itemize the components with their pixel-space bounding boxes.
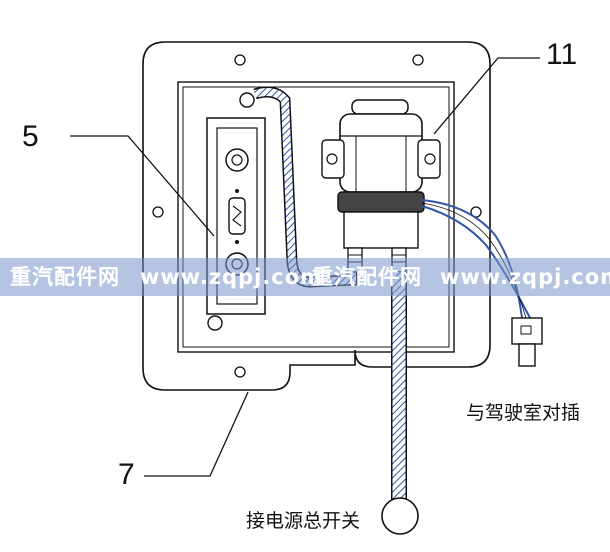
mounting-plate-outline [142, 41, 491, 391]
relay-bracket-right [417, 139, 441, 179]
relay-terminal-block [343, 211, 419, 249]
label-part-5: 5 [22, 120, 39, 153]
watermark-text: www.zqpj.com [440, 265, 610, 289]
relay-bracket-left [321, 139, 345, 179]
cable-clamp-top [239, 92, 255, 108]
fuse-terminal-top-bolt [231, 154, 243, 166]
label-cab-plug: 与驾驶室对插 [466, 402, 581, 424]
relay-base [337, 191, 425, 213]
mount-hole [234, 366, 246, 378]
cab-plug-connector [511, 317, 543, 345]
label-master-switch: 接电源总开关 [246, 510, 361, 532]
watermark-text: 重汽配件网 [10, 265, 120, 289]
leader-line-7 [144, 391, 249, 477]
cable-fuse-to-relay [253, 86, 358, 288]
leader-line-11 [433, 57, 540, 135]
mount-hole [152, 206, 164, 218]
fuse-terminal-top [225, 148, 249, 172]
label-part-7: 7 [118, 458, 135, 491]
watermark-text: 重汽配件网 [312, 265, 422, 289]
fuse-dot [235, 189, 239, 193]
cable-clamp-bottom [207, 315, 223, 331]
watermark-band: 重汽配件网 www.zqpj.com 重汽配件网 www.zqpj.com [0, 258, 610, 296]
fuse-dot [235, 240, 239, 244]
relay-body [339, 113, 423, 193]
mount-hole [234, 54, 246, 66]
label-part-11: 11 [546, 38, 578, 71]
mount-hole [412, 54, 424, 66]
watermark-text: www.zqpj.com [140, 265, 324, 289]
fuse-element-link [232, 205, 242, 227]
relay-cap [351, 99, 409, 115]
inner-frame [177, 81, 455, 353]
leader-line-5 [70, 135, 215, 237]
master-switch-terminal [381, 497, 419, 535]
